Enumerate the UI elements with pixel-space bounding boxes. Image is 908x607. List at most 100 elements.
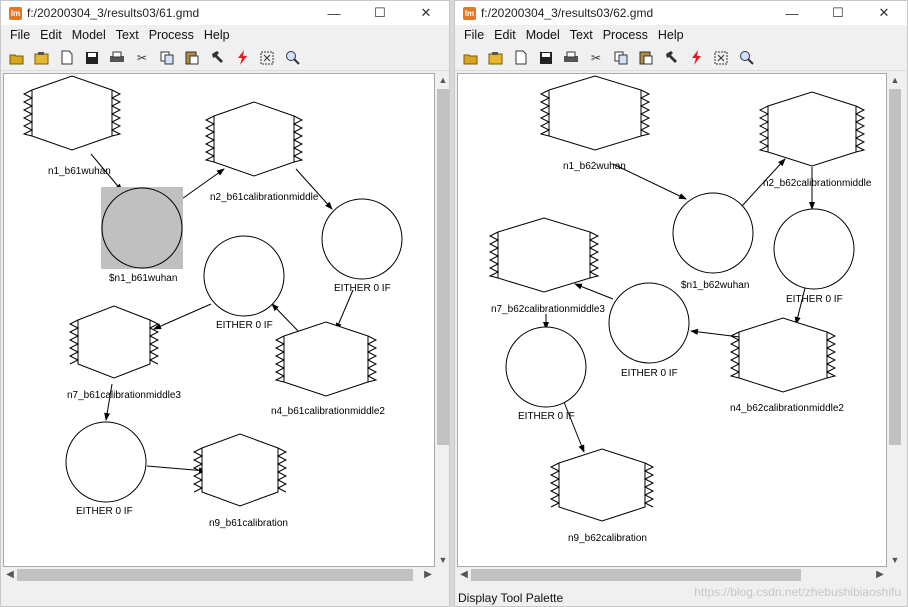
menu-file[interactable]: File <box>464 28 485 42</box>
menu-process[interactable]: Process <box>602 28 648 42</box>
menu-bar: File Edit Model Text Process Help <box>455 25 907 45</box>
menu-help[interactable]: Help <box>203 28 230 42</box>
scroll-thumb[interactable] <box>471 569 801 581</box>
diagram-node-transformation[interactable] <box>274 321 378 397</box>
scroll-right-arrow-icon[interactable]: ▶ <box>876 569 884 580</box>
diagram-node-variable[interactable] <box>321 198 403 280</box>
minimize-button[interactable]: — <box>327 5 341 21</box>
hammer-icon[interactable] <box>207 49 227 67</box>
scroll-down-arrow-icon[interactable]: ▼ <box>438 555 448 565</box>
close-button[interactable]: ✕ <box>878 5 890 20</box>
scroll-left-arrow-icon[interactable]: ◀ <box>460 569 468 580</box>
scroll-up-arrow-icon[interactable]: ▲ <box>890 75 900 85</box>
title-bar[interactable]: lm f:/20200304_3/results03/62.gmd — ☐ ✕ <box>455 1 907 25</box>
open-folder-icon[interactable] <box>7 49 27 67</box>
diagram-edge <box>153 303 212 330</box>
node-label: $n1_b61wuhan <box>109 273 177 284</box>
window-gap <box>450 0 454 607</box>
menu-edit[interactable]: Edit <box>494 28 516 42</box>
diagram-edge <box>271 303 301 334</box>
maximize-button[interactable]: ☐ <box>832 5 844 20</box>
menu-file[interactable]: File <box>10 28 31 42</box>
diagram-node-variable[interactable] <box>505 326 587 408</box>
new-file-icon[interactable] <box>57 49 77 67</box>
diagram-node-transformation[interactable] <box>22 75 122 151</box>
diagram-node-variable-selected[interactable] <box>101 187 183 269</box>
paste-icon[interactable] <box>182 49 202 67</box>
menu-text[interactable]: Text <box>115 28 139 42</box>
model-canvas[interactable]: n1_b61wuhan n2_b61calibrationmiddle $n1_… <box>3 73 435 567</box>
node-label: n2_b61calibrationmiddle <box>210 192 319 203</box>
node-label: n9_b61calibration <box>209 518 288 529</box>
open-project-icon[interactable] <box>32 49 52 67</box>
diagram-node-transformation[interactable] <box>68 305 160 379</box>
node-label: n4_b62calibrationmiddle2 <box>730 403 844 414</box>
menu-model[interactable]: Model <box>525 28 560 42</box>
menu-bar: File Edit Model Text Process Help <box>1 25 449 45</box>
scroll-thumb[interactable] <box>889 89 901 445</box>
scroll-right-arrow-icon[interactable]: ▶ <box>424 569 432 580</box>
node-label: EITHER 0 IF <box>621 368 678 379</box>
diagram-node-transformation[interactable] <box>204 101 304 177</box>
menu-text[interactable]: Text <box>569 28 593 42</box>
diagram-node-variable[interactable] <box>672 192 754 274</box>
new-file-icon[interactable] <box>511 49 531 67</box>
save-icon[interactable] <box>536 49 556 67</box>
scroll-thumb[interactable] <box>437 89 449 445</box>
node-label: n9_b62calibration <box>568 533 647 544</box>
menu-model[interactable]: Model <box>71 28 106 42</box>
minimize-button[interactable]: — <box>785 5 799 21</box>
diagram-node-transformation[interactable] <box>192 433 288 507</box>
hammer-icon[interactable] <box>661 49 681 67</box>
diagram-node-transformation[interactable] <box>729 317 837 393</box>
diagram-node-transformation[interactable] <box>539 75 651 151</box>
print-icon[interactable] <box>561 49 581 67</box>
diagram-node-transformation[interactable] <box>488 217 600 293</box>
model-canvas[interactable]: n1_b62wuhan n2_b62calibrationmiddle $n1_… <box>457 73 887 567</box>
scroll-down-arrow-icon[interactable]: ▼ <box>890 555 900 565</box>
vertical-scrollbar[interactable]: ▲ ▼ <box>887 73 903 567</box>
diagram-node-variable[interactable] <box>203 235 285 317</box>
run-lightning-icon[interactable] <box>232 49 252 67</box>
model-window-right: lm f:/20200304_3/results03/62.gmd — ☐ ✕ … <box>454 0 908 607</box>
paste-icon[interactable] <box>636 49 656 67</box>
copy-icon[interactable] <box>157 49 177 67</box>
node-label: EITHER 0 IF <box>786 294 843 305</box>
diagram-node-variable[interactable] <box>65 421 147 503</box>
diagram-node-transformation[interactable] <box>758 91 866 167</box>
scroll-left-arrow-icon[interactable]: ◀ <box>6 569 14 580</box>
app-icon: lm <box>9 6 22 20</box>
diagram-node-transformation[interactable] <box>549 448 655 522</box>
scroll-thumb[interactable] <box>17 569 413 581</box>
diagram-edge <box>574 283 614 300</box>
cut-icon[interactable]: ✂ <box>590 50 602 65</box>
zoom-icon[interactable] <box>282 49 302 67</box>
diagram-edge <box>690 328 741 338</box>
save-icon[interactable] <box>82 49 102 67</box>
copy-icon[interactable] <box>611 49 631 67</box>
fit-view-icon[interactable] <box>711 49 731 67</box>
node-label: n1_b62wuhan <box>563 161 626 172</box>
zoom-icon[interactable] <box>736 49 756 67</box>
menu-process[interactable]: Process <box>148 28 194 42</box>
vertical-scrollbar[interactable]: ▲ ▼ <box>435 73 449 567</box>
app-icon: lm <box>463 6 476 20</box>
title-bar[interactable]: lm f:/20200304_3/results03/61.gmd — ☐ ✕ <box>1 1 449 25</box>
diagram-node-variable[interactable] <box>608 282 690 364</box>
cut-icon[interactable]: ✂ <box>136 50 148 65</box>
print-icon[interactable] <box>107 49 127 67</box>
open-project-icon[interactable] <box>486 49 506 67</box>
close-button[interactable]: ✕ <box>420 5 432 20</box>
node-label: EITHER 0 IF <box>518 411 575 422</box>
node-label: EITHER 0 IF <box>216 320 273 331</box>
maximize-button[interactable]: ☐ <box>374 5 386 20</box>
horizontal-scrollbar[interactable]: ◀ ▶ <box>3 567 435 583</box>
diagram-node-variable[interactable] <box>773 208 855 290</box>
scroll-up-arrow-icon[interactable]: ▲ <box>438 75 448 85</box>
menu-help[interactable]: Help <box>657 28 684 42</box>
menu-edit[interactable]: Edit <box>40 28 62 42</box>
open-folder-icon[interactable] <box>461 49 481 67</box>
run-lightning-icon[interactable] <box>686 49 706 67</box>
fit-view-icon[interactable] <box>257 49 277 67</box>
horizontal-scrollbar[interactable]: ◀ ▶ <box>457 567 887 583</box>
